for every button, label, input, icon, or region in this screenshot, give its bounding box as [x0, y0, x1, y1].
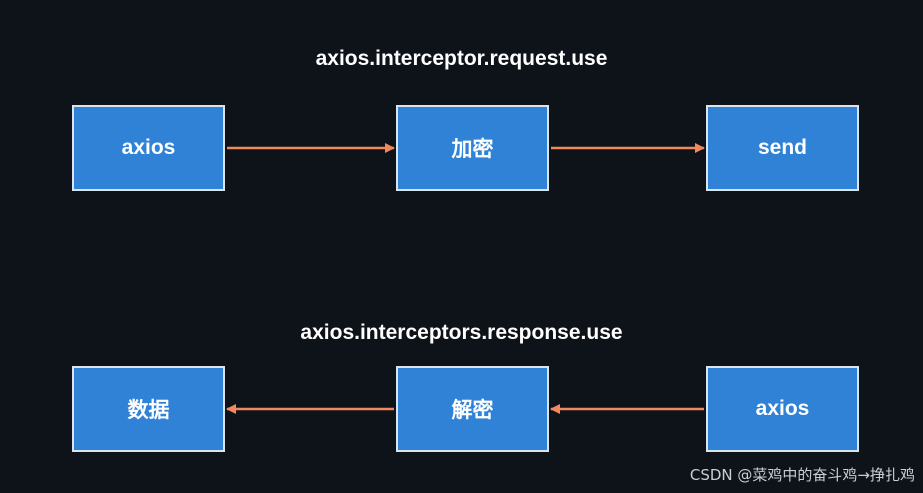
- watermark-text: CSDN @菜鸡中的奋斗鸡→挣扎鸡: [689, 466, 915, 484]
- request-node-axios: axios: [72, 105, 225, 191]
- request-node-encrypt: 加密: [396, 105, 549, 191]
- response-node-decrypt: 解密: [396, 366, 549, 452]
- response-node-data: 数据: [72, 366, 225, 452]
- request-interceptor-title: axios.interceptor.request.use: [315, 47, 608, 70]
- response-node-axios: axios: [706, 366, 859, 452]
- response-interceptor-title: axios.interceptors.response.use: [300, 321, 623, 344]
- request-node-send: send: [706, 105, 859, 191]
